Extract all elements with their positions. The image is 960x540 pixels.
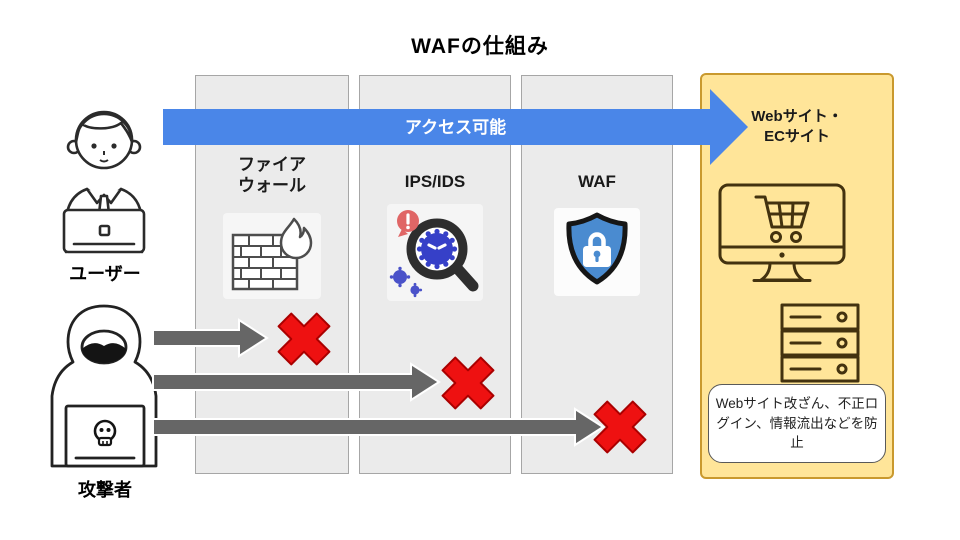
access-arrow-label: アクセス可能 bbox=[404, 118, 507, 137]
column-firewall-label: ファイア ウォール bbox=[238, 155, 306, 196]
destination-label: Webサイト・ ECサイト bbox=[751, 108, 843, 146]
user-label: ユーザー bbox=[69, 264, 141, 284]
attacker-label: 攻撃者 bbox=[78, 480, 132, 500]
block-x-ips-icon bbox=[441, 356, 495, 410]
ips-ids-scan-icon bbox=[387, 204, 483, 301]
attack-arrow-3 bbox=[152, 407, 605, 447]
destination-panel: Webサイト・ ECサイト bbox=[700, 73, 894, 479]
firewall-icon bbox=[223, 213, 321, 299]
block-x-waf-icon bbox=[593, 400, 647, 454]
page-title: WAFの仕組み bbox=[411, 35, 549, 58]
monitor-cart-icon bbox=[718, 183, 846, 282]
block-x-firewall-icon bbox=[277, 312, 331, 366]
attacker-hacker-icon bbox=[50, 304, 158, 468]
shield-lock-icon bbox=[554, 208, 640, 296]
protection-note: Webサイト改ざん、不正ログイン、情報流出などを防止 bbox=[708, 384, 886, 463]
server-icon bbox=[780, 303, 860, 383]
user-person-icon bbox=[62, 110, 146, 254]
access-arrow bbox=[163, 89, 748, 165]
attack-arrow-1 bbox=[152, 318, 269, 358]
column-ips-ids-label: IPS/IDS bbox=[404, 172, 466, 191]
attack-arrow-2 bbox=[152, 362, 441, 402]
column-waf-label: WAF bbox=[578, 172, 616, 191]
